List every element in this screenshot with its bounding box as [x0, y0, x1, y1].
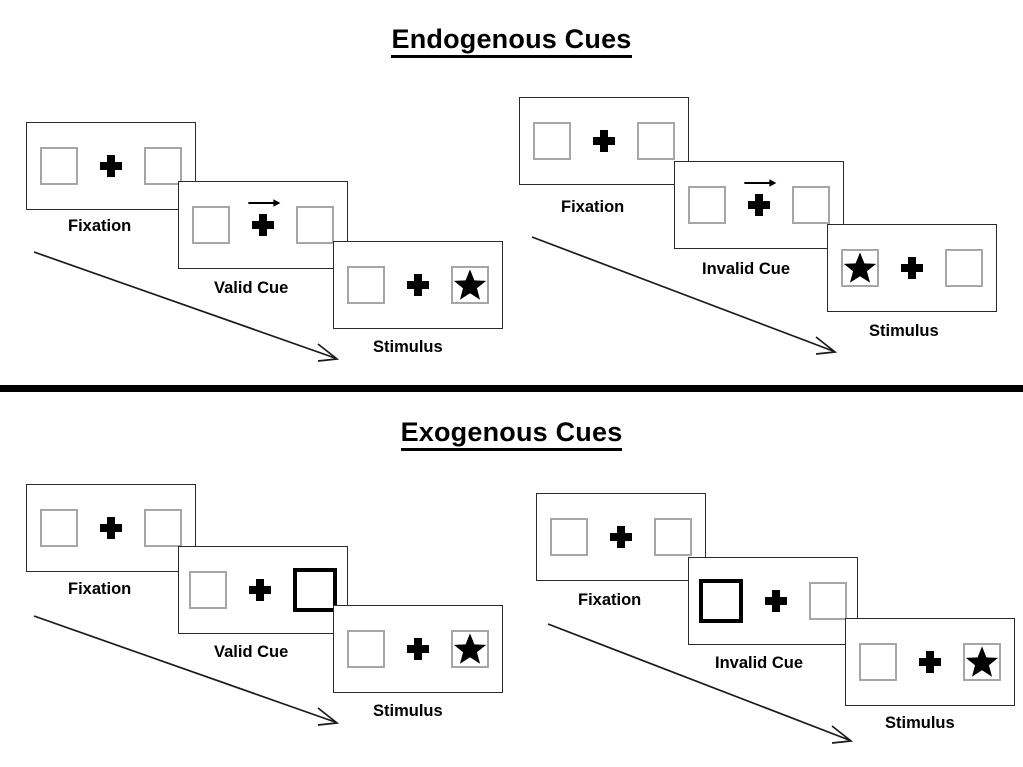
left-placeholder-box	[533, 122, 571, 160]
arrow-right-icon	[744, 179, 777, 187]
right-placeholder-box	[654, 518, 692, 556]
plus-cross-icon	[407, 638, 429, 660]
caption-endogenous-valid-cue: Valid Cue	[214, 279, 289, 297]
panel-endogenous-invalid-fixation[interactable]	[519, 97, 689, 185]
left-placeholder-box	[40, 509, 78, 547]
endogenous-section-title: Endogenous Cues	[0, 24, 1023, 58]
caption-endogenous-invalid-fixation: Fixation	[561, 198, 625, 216]
section-divider	[0, 385, 1023, 392]
panel-exogenous-valid-stimulus[interactable]	[333, 605, 503, 693]
panel-exogenous-valid-fixation[interactable]	[26, 484, 196, 572]
left-target-box	[841, 249, 879, 287]
plus-cross-icon	[901, 257, 923, 279]
time-arrow-endogenous-valid	[33, 251, 340, 362]
plus-cross-icon	[249, 579, 271, 601]
right-placeholder-box	[144, 509, 182, 547]
left-placeholder-box	[347, 266, 385, 304]
right-placeholder-box	[144, 147, 182, 185]
left-cued-box	[699, 579, 743, 623]
panel-endogenous-valid-cue[interactable]	[178, 181, 348, 269]
star-icon	[843, 252, 877, 283]
caption-endogenous-valid-stimulus: Stimulus	[373, 338, 443, 356]
arrow-right-icon	[248, 199, 281, 207]
exogenous-section-title: Exogenous Cues	[0, 417, 1023, 451]
left-placeholder-box	[859, 643, 897, 681]
plus-cross-icon	[765, 590, 787, 612]
right-placeholder-box	[296, 206, 334, 244]
right-placeholder-box	[637, 122, 675, 160]
star-icon	[453, 633, 487, 664]
panel-endogenous-invalid-cue[interactable]	[674, 161, 844, 249]
panel-exogenous-invalid-fixation[interactable]	[536, 493, 706, 581]
caption-endogenous-invalid-cue: Invalid Cue	[702, 260, 791, 278]
exogenous-title-text: Exogenous Cues	[400, 417, 623, 451]
right-cued-box	[293, 568, 337, 612]
time-arrow-exogenous-valid	[33, 615, 340, 726]
right-target-box	[451, 266, 489, 304]
plus-cross-icon	[610, 526, 632, 548]
caption-exogenous-invalid-fixation: Fixation	[578, 591, 642, 609]
plus-cross-icon	[248, 199, 281, 236]
time-arrow-exogenous-invalid	[547, 623, 854, 744]
panel-endogenous-valid-fixation[interactable]	[26, 122, 196, 210]
time-arrow-endogenous-invalid	[531, 236, 838, 355]
right-placeholder-box	[809, 582, 847, 620]
panel-exogenous-invalid-stimulus[interactable]	[845, 618, 1015, 706]
caption-exogenous-valid-cue: Valid Cue	[214, 643, 289, 661]
left-placeholder-box	[189, 571, 227, 609]
left-placeholder-box	[550, 518, 588, 556]
plus-cross-icon	[407, 274, 429, 296]
plus-cross-icon	[100, 517, 122, 539]
panel-exogenous-valid-cue[interactable]	[178, 546, 348, 634]
star-icon	[965, 646, 999, 677]
star-icon	[453, 269, 487, 300]
caption-exogenous-invalid-stimulus: Stimulus	[885, 714, 955, 732]
left-placeholder-box	[347, 630, 385, 668]
right-placeholder-box	[945, 249, 983, 287]
panel-exogenous-invalid-cue[interactable]	[688, 557, 858, 645]
caption-exogenous-invalid-cue: Invalid Cue	[715, 654, 804, 672]
caption-endogenous-valid-fixation: Fixation	[68, 217, 132, 235]
caption-exogenous-valid-fixation: Fixation	[68, 580, 132, 598]
plus-cross-icon	[744, 179, 777, 216]
plus-cross-icon	[593, 130, 615, 152]
caption-exogenous-valid-stimulus: Stimulus	[373, 702, 443, 720]
caption-endogenous-invalid-stimulus: Stimulus	[869, 322, 939, 340]
panel-endogenous-invalid-stimulus[interactable]	[827, 224, 997, 312]
plus-cross-icon	[100, 155, 122, 177]
left-placeholder-box	[192, 206, 230, 244]
left-placeholder-box	[40, 147, 78, 185]
right-target-box	[451, 630, 489, 668]
left-placeholder-box	[688, 186, 726, 224]
right-placeholder-box	[792, 186, 830, 224]
plus-cross-icon	[919, 651, 941, 673]
endogenous-title-text: Endogenous Cues	[391, 24, 632, 58]
panel-endogenous-valid-stimulus[interactable]	[333, 241, 503, 329]
right-target-box	[963, 643, 1001, 681]
